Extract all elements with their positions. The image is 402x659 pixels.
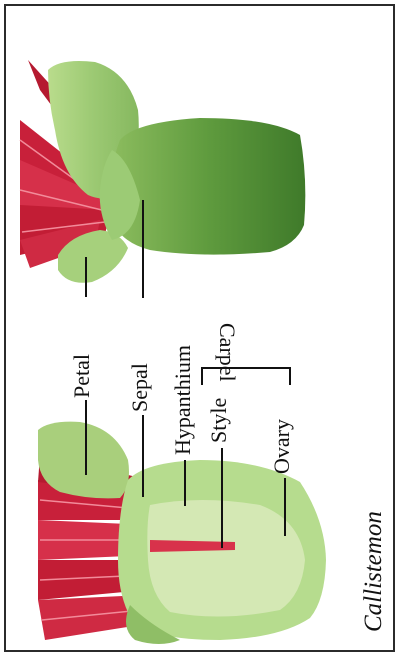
label-sepal: Sepal [129,363,151,412]
top-flower [20,60,305,283]
top-hypanthium [110,118,306,255]
label-petal: Petal [71,354,93,398]
label-ovary: Ovary [271,419,293,474]
label-style: Style [208,398,230,443]
label-genus: Callistemon [361,511,386,632]
label-hypanthium: Hypanthium [172,345,194,455]
bottom-ovary-section [147,500,305,617]
label-carpel: Carpel [216,323,238,382]
